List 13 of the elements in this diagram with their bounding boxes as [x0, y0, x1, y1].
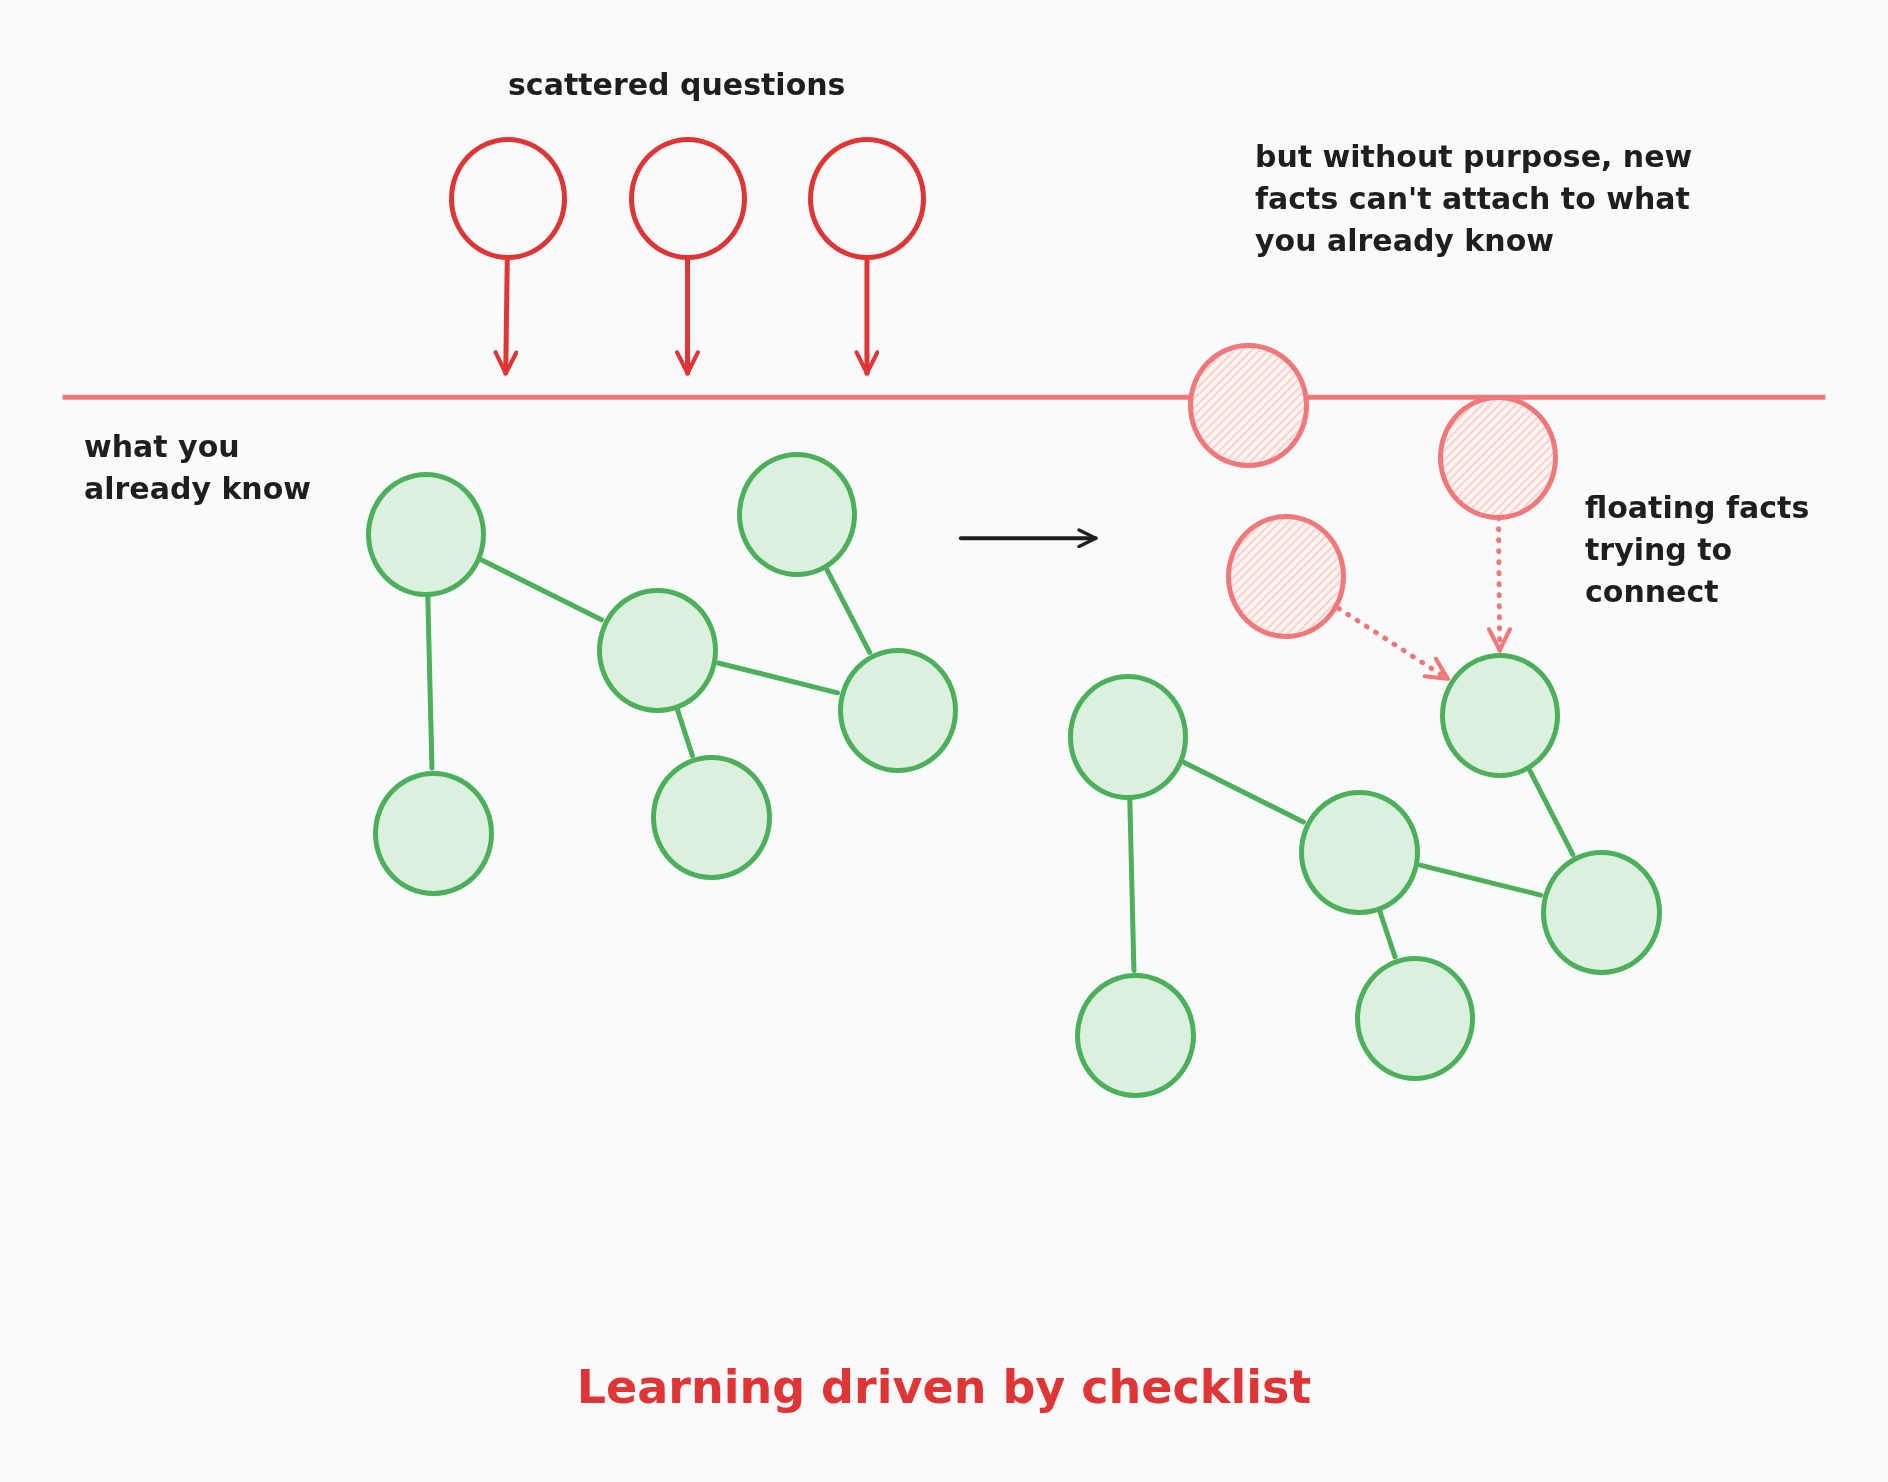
question-circle	[628, 137, 747, 260]
dotted-arrow	[1336, 605, 1451, 682]
question-circle	[449, 137, 568, 260]
note-text: but without purpose, new facts can't attach to what you already know	[1255, 138, 1694, 260]
connector-line	[715, 660, 840, 696]
group-label: what you already know	[84, 428, 313, 508]
question-circle	[807, 137, 926, 260]
group-label: scattered questions	[508, 66, 846, 104]
connector-line	[1181, 760, 1306, 825]
connector-line	[1417, 862, 1544, 898]
connector-line	[479, 557, 604, 623]
caption: Learning driven by checklist	[576, 1359, 1312, 1416]
note-text: floating facts trying to connect	[1585, 489, 1811, 611]
